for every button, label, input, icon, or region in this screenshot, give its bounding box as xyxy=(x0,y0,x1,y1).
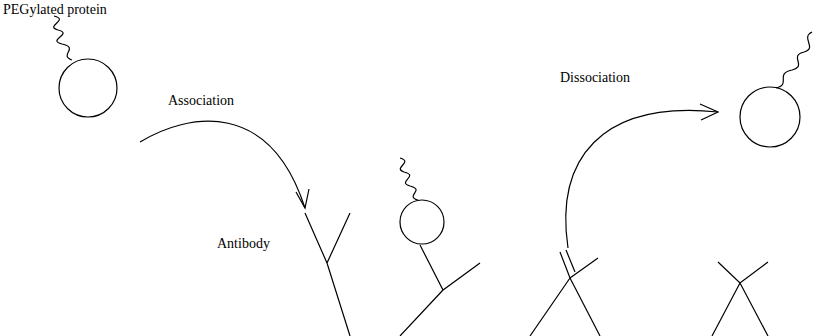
peg-chain xyxy=(400,158,418,200)
annotation-label: Association xyxy=(168,93,234,109)
antibody-symbol xyxy=(400,245,480,336)
protein-circle xyxy=(59,59,117,117)
annotation-label: Dissociation xyxy=(560,70,630,86)
antibody-symbol xyxy=(712,262,768,336)
dissociation-arrow xyxy=(566,110,718,248)
association-arrow xyxy=(140,121,305,208)
peg-chain xyxy=(54,16,72,60)
antibody-symbol xyxy=(570,278,600,336)
protein-outline xyxy=(58,58,118,118)
protein-circle xyxy=(740,87,800,147)
protein-circle xyxy=(400,200,444,244)
annotation-label: Antibody xyxy=(217,236,270,252)
arrow-head xyxy=(296,189,309,208)
antibody-symbol xyxy=(530,250,598,336)
arrow-head xyxy=(700,104,718,120)
antibody-symbol xyxy=(305,213,350,336)
protein-node: PEGylated protein xyxy=(58,58,118,118)
peg-chain xyxy=(776,32,812,88)
node-label: PEGylated protein xyxy=(3,2,107,18)
